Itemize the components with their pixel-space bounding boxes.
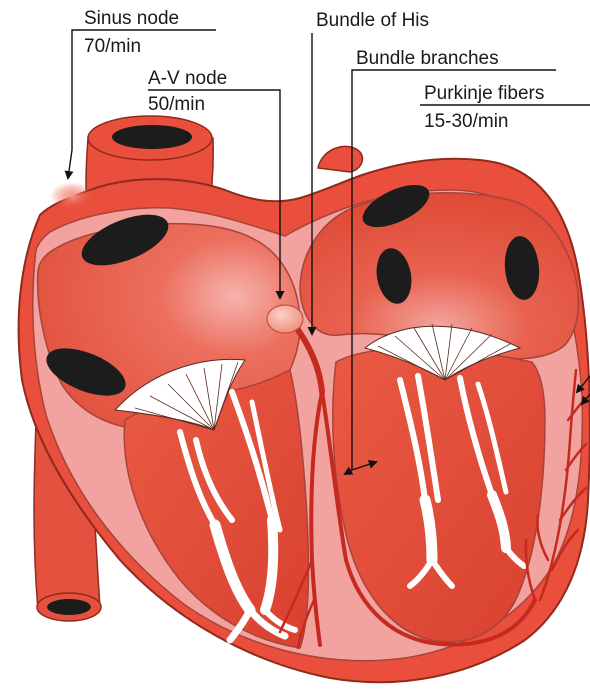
bundle-of-his-label: Bundle of His — [316, 10, 429, 31]
av-node-rate: 50/min — [148, 94, 205, 115]
heart-body — [19, 116, 590, 682]
bundle-branches-label: Bundle branches — [356, 48, 499, 69]
purkinje-fibers-label: Purkinje fibers — [424, 83, 544, 104]
av-node-blob — [267, 305, 303, 333]
atrial-appendage — [318, 146, 362, 172]
av-node-label: A-V node — [148, 68, 227, 89]
purkinje-fibers-rate: 15-30/min — [424, 111, 509, 132]
sinus-node-label: Sinus node — [84, 8, 179, 29]
sinus-node-rate: 70/min — [84, 36, 141, 57]
sinus-node-area — [50, 182, 94, 210]
